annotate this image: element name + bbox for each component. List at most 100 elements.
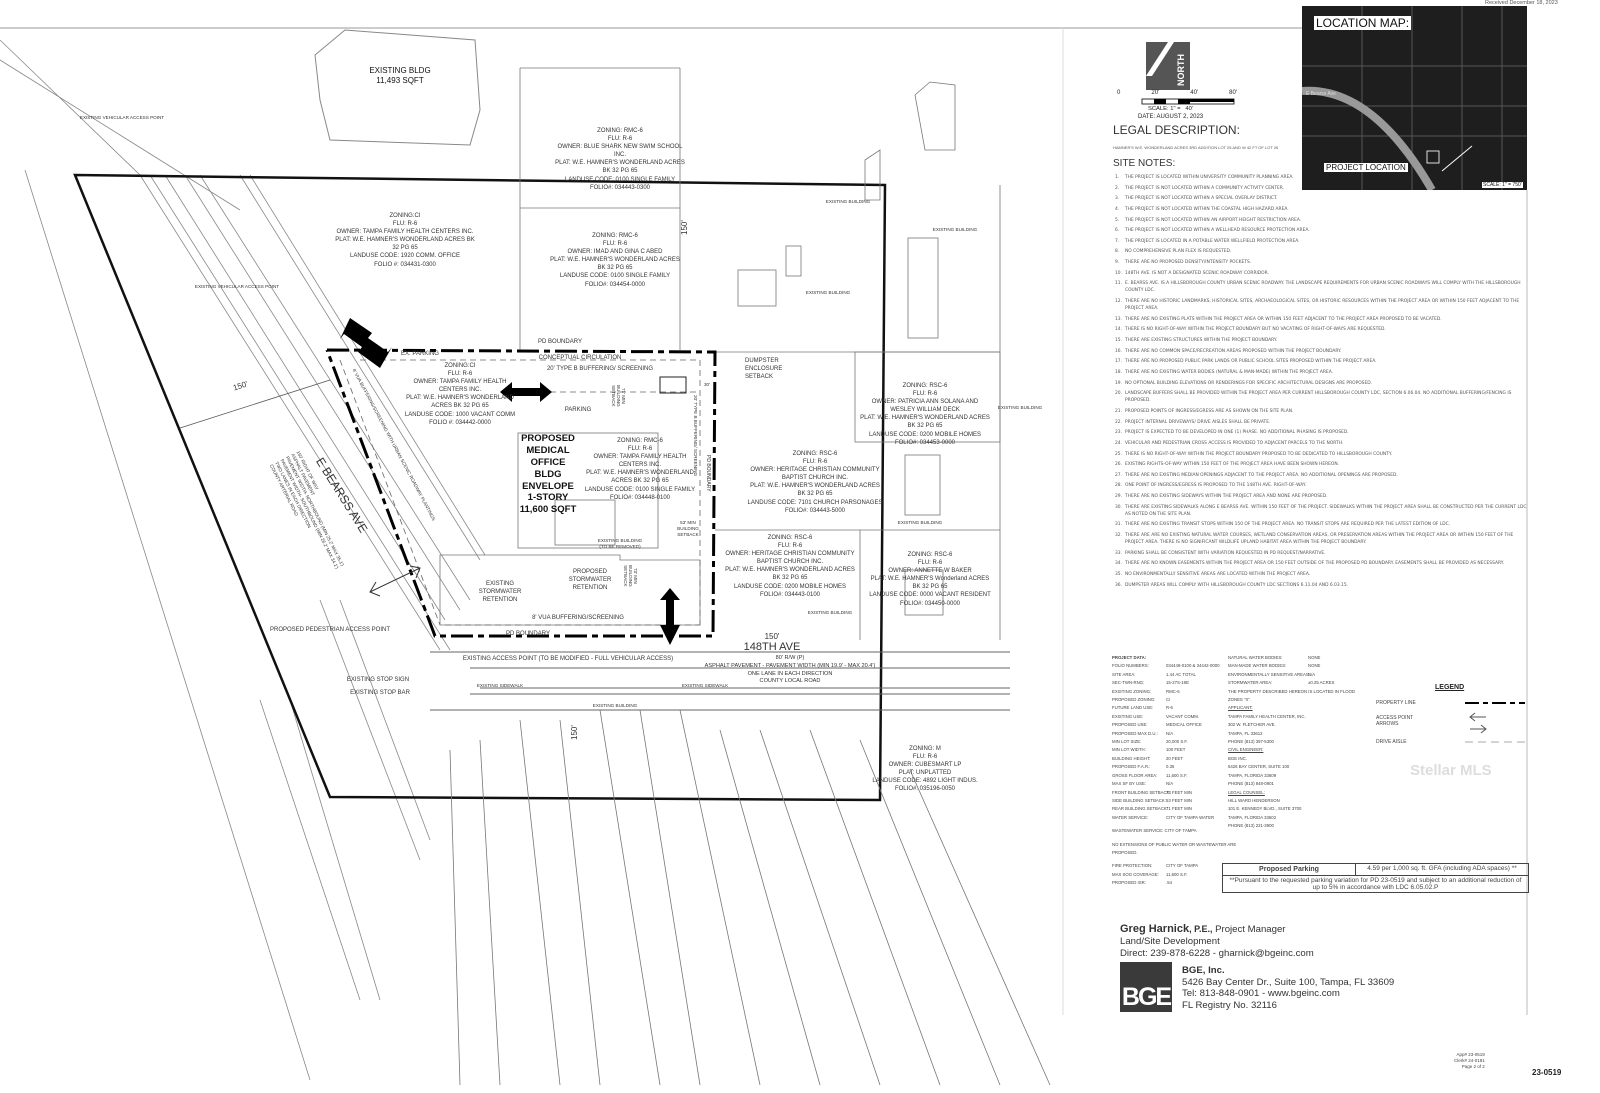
- site-note-text: 148TH AVE. IS NOT A DESIGNATED SCENIC RO…: [1125, 270, 1269, 276]
- site-note-text: THERE ARE NO EXISTING WATER BODIES (NATU…: [1125, 369, 1334, 375]
- scale-tick: 0: [1117, 90, 1121, 96]
- site-note-text: THERE IS NO RIGHT-OF-WAY WITHIN THE PROJ…: [1125, 327, 1386, 333]
- site-note: 15.THERE ARE EXISTING STRUCTURES WITHIN …: [1115, 337, 1530, 344]
- scale-text: SCALE: 1" = 40': [1148, 106, 1193, 112]
- site-note-number: 16.: [1115, 348, 1122, 354]
- site-note-text: THERE ARE NO EXISTING SIDEWAYS WITHIN TH…: [1125, 494, 1328, 500]
- project-data-value: 53 FEET MIN: [1166, 797, 1192, 803]
- project-data-row: PROPOSED ZONING:CI: [1112, 696, 1236, 704]
- project-data-row: EXISTING USE:VACANT COMM.: [1112, 713, 1236, 721]
- project-data-key: FIRE PROTECTION:: [1112, 863, 1153, 869]
- site-note-number: 34.: [1115, 561, 1122, 567]
- site-note: 36.DUMPSTER AREAS WILL COMPLY WITH HILLS…: [1115, 582, 1530, 589]
- parcel-label: ZONING:CI FLU: R-6 OWNER: TAMPA FAMILY H…: [335, 213, 475, 268]
- contact-block: Greg Harnick, P.E., Project Manager Land…: [1120, 923, 1314, 960]
- parcel-label: ZONING: RSC-6 FLU: R-6 OWNER: PATRICIA A…: [860, 383, 990, 446]
- no-extensions-note: NO EXTENSIONS OF PUBLIC WATER OR WASTEWA…: [1112, 841, 1237, 855]
- site-note: 10.148TH AVE. IS NOT A DESIGNATED SCENIC…: [1115, 270, 1530, 277]
- site-note: 1.THE PROJECT IS LOCATED WITHIN UNIVERSI…: [1115, 174, 1530, 181]
- company-phone-web[interactable]: Tel: 813-848-0901 - www.bgeinc.com: [1182, 988, 1340, 1000]
- scale-tick: 20': [1151, 90, 1160, 96]
- received-stamp: Received December 18, 2023: [1485, 0, 1558, 6]
- site-note-text: THERE ARE NO KNOWN EASEMENTS WITHIN THE …: [1125, 561, 1504, 567]
- parcel-label: ZONING: RSC-6 FLU: R-6 OWNER: HERITAGE C…: [725, 535, 855, 598]
- project-data-row: SITE AREA: 1.44 AC TOTAL: [1112, 671, 1236, 679]
- site-note-number: 22.: [1115, 419, 1122, 425]
- site-notes-list: 1.THE PROJECT IS LOCATED WITHIN UNIVERSI…: [1115, 174, 1530, 592]
- site-note-number: 10.: [1115, 270, 1122, 276]
- existing-sidewalk-label: EXISTING SIDEWALK: [681, 683, 729, 688]
- existing-building-label: EXISTING BUILDING: [592, 703, 638, 708]
- north-arrow-icon: [1146, 42, 1190, 90]
- location-map-title: LOCATION MAP:: [1314, 16, 1412, 30]
- pd-boundary-label: PD BOUNDARY: [538, 339, 582, 345]
- scale-bar: [1141, 98, 1235, 105]
- project-data-value: CI: [1166, 697, 1171, 703]
- application-info: App# 23-0519 Clerk# 24-0181 Page 2 of 2: [1454, 1052, 1485, 1069]
- bge-logo: BGE: [1120, 962, 1172, 1012]
- site-note-text: THERE ARE EXISTING STRUCTURES WITHIN THE…: [1125, 338, 1278, 344]
- project-data-value: 15-27S-19E: [1166, 680, 1189, 686]
- project-data-value: RMC-6: [1166, 688, 1180, 694]
- site-note-text: THERE IS NO RIGHT-OF-WAY WITHIN THE PROJ…: [1125, 451, 1393, 457]
- legend-drive-aisle-label: DRIVE AISLE: [1376, 739, 1407, 745]
- project-data-key: SITE AREA:: [1112, 671, 1136, 677]
- access-arrow-icons: [340, 318, 680, 645]
- pedestrian-access-label: PROPOSED PEDESTRIAN ACCESS POINT: [269, 627, 391, 633]
- site-note-text: PROJECT INTERNAL DRIVEWAYS/ DRIVE AISLES…: [1125, 419, 1271, 425]
- project-data-value: 1.44 AC TOTAL: [1166, 671, 1196, 677]
- setback-71-label: 71' MIN BUILDING SETBACK: [611, 385, 626, 407]
- site-note: 23.PROJECT IS EXPECTED TO BE DEVELOPED I…: [1115, 429, 1530, 436]
- site-note: 13.THERE ARE NO EXISTING PLATS WITHIN TH…: [1115, 316, 1530, 323]
- site-note-number: 2.: [1115, 185, 1120, 191]
- project-data-row: FIRE PROTECTION:CITY OF TAMPA: [1112, 862, 1236, 870]
- company-name: BGE, Inc.: [1182, 965, 1225, 976]
- project-data-value: 11,600 S.F.: [1166, 772, 1188, 778]
- project-data-left: PROJECT DATA: FOLIO NUMBERS:034448-0100 …: [1112, 654, 1236, 888]
- project-data-value: R-6: [1166, 705, 1173, 711]
- site-note: 6.THE PROJECT IS NOT LOCATED WITHIN A WE…: [1115, 227, 1530, 234]
- project-data-key: FOLIO NUMBERS:: [1112, 663, 1149, 669]
- site-note: 24.VEHICULAR AND PEDESTRIAN CROSS ACCESS…: [1115, 440, 1530, 447]
- site-note: 19.NO OPTIONAL BUILDING ELEVATIONS OR RE…: [1115, 380, 1530, 387]
- site-note-number: 20.: [1115, 391, 1122, 397]
- legend-access-arrows-label: ACCESS POINT ARROWS: [1376, 715, 1414, 727]
- contact-direct[interactable]: Direct: 239-878-6228 - gharnick@bgeinc.c…: [1120, 948, 1314, 959]
- project-data-row: EXISTING ZONING:RMC-6: [1112, 688, 1236, 696]
- project-data-key: WATER SERVICE:: [1112, 814, 1149, 820]
- site-note: 7.THE PROJECT IS LOCATED IN A POTABLE WA…: [1115, 238, 1530, 245]
- project-data-value: CITY OF TAMPA WATER: [1166, 814, 1215, 820]
- site-note: 2.THE PROJECT IS NOT LOCATED WITHIN A CO…: [1115, 185, 1530, 192]
- existing-building-label: EXISTING BUILDING: [805, 290, 851, 295]
- site-note: 32.THERE ARE ARE NO EXISTING NATURAL WAT…: [1115, 532, 1530, 546]
- vua-buffer-label: 8' VUA BUFFERING/SCREENING: [532, 615, 624, 621]
- 148th-ave-name: 148TH AVE: [743, 641, 801, 653]
- pd-boundary-line: [325, 348, 717, 638]
- site-note: 21.PROPOSED POINTS OF INGRESS/EGRESS ARE…: [1115, 408, 1530, 415]
- company-address: 5426 Bay Center Dr., Suite 100, Tampa, F…: [1182, 976, 1395, 988]
- contact-lines: BGE INC. 5426 BAY CENTER, SUITE 100 TAMP…: [1228, 755, 1290, 787]
- site-note: 12.THERE ARE NO HISTORIC LANDMARKS, HIST…: [1115, 298, 1530, 312]
- project-data-row: MIN LOT WIDTH:100 FEET: [1112, 746, 1236, 754]
- site-note: 27.THERE ARE NO EXISTING MEDIAN OPENINGS…: [1115, 472, 1530, 479]
- project-data-value: NONE: [1308, 655, 1321, 660]
- stop-sign-label: EXISTING STOP SIGN: [346, 677, 410, 683]
- site-note-text: THERE ARE NO EXISTING MEDIAN OPENINGS AD…: [1125, 472, 1398, 478]
- location-map[interactable]: LOCATION MAP: PROJECT LOCATION E Bearss …: [1302, 6, 1527, 190]
- site-note-text: THERE ARE NO PROPOSED DENSITY/INTENSITY …: [1125, 260, 1252, 266]
- site-note-number: 6.: [1115, 228, 1120, 234]
- site-note-number: 28.: [1115, 483, 1122, 489]
- site-note-text: NO COMPREHENSIVE PLAN FLEX IS REQUESTED.: [1125, 249, 1232, 255]
- contact-credential: , P.E.,: [1189, 924, 1213, 934]
- company-registry: FL Registry No. 32116: [1182, 999, 1277, 1011]
- project-data-value: 034448-0100 & 34442-0000: [1166, 663, 1220, 669]
- project-data-row: NATURAL WATER BODIES:NONE: [1228, 654, 1355, 662]
- project-data-row: FRONT BUILDING SETBACK:73 FEET MIN: [1112, 789, 1236, 797]
- site-note-text: THERE ARE ARE NO EXISTING NATURAL WATER …: [1125, 533, 1514, 546]
- site-note-text: THE PROJECT IS LOCATED WITHIN UNIVERSITY…: [1125, 175, 1294, 180]
- project-data-key: PROPOSED F.A.R.:: [1112, 764, 1151, 770]
- project-data-key: FUTURE LAND USE:: [1112, 705, 1154, 711]
- project-data-row: WATER SERVICE: CITY OF TAMPA WATER: [1112, 814, 1236, 822]
